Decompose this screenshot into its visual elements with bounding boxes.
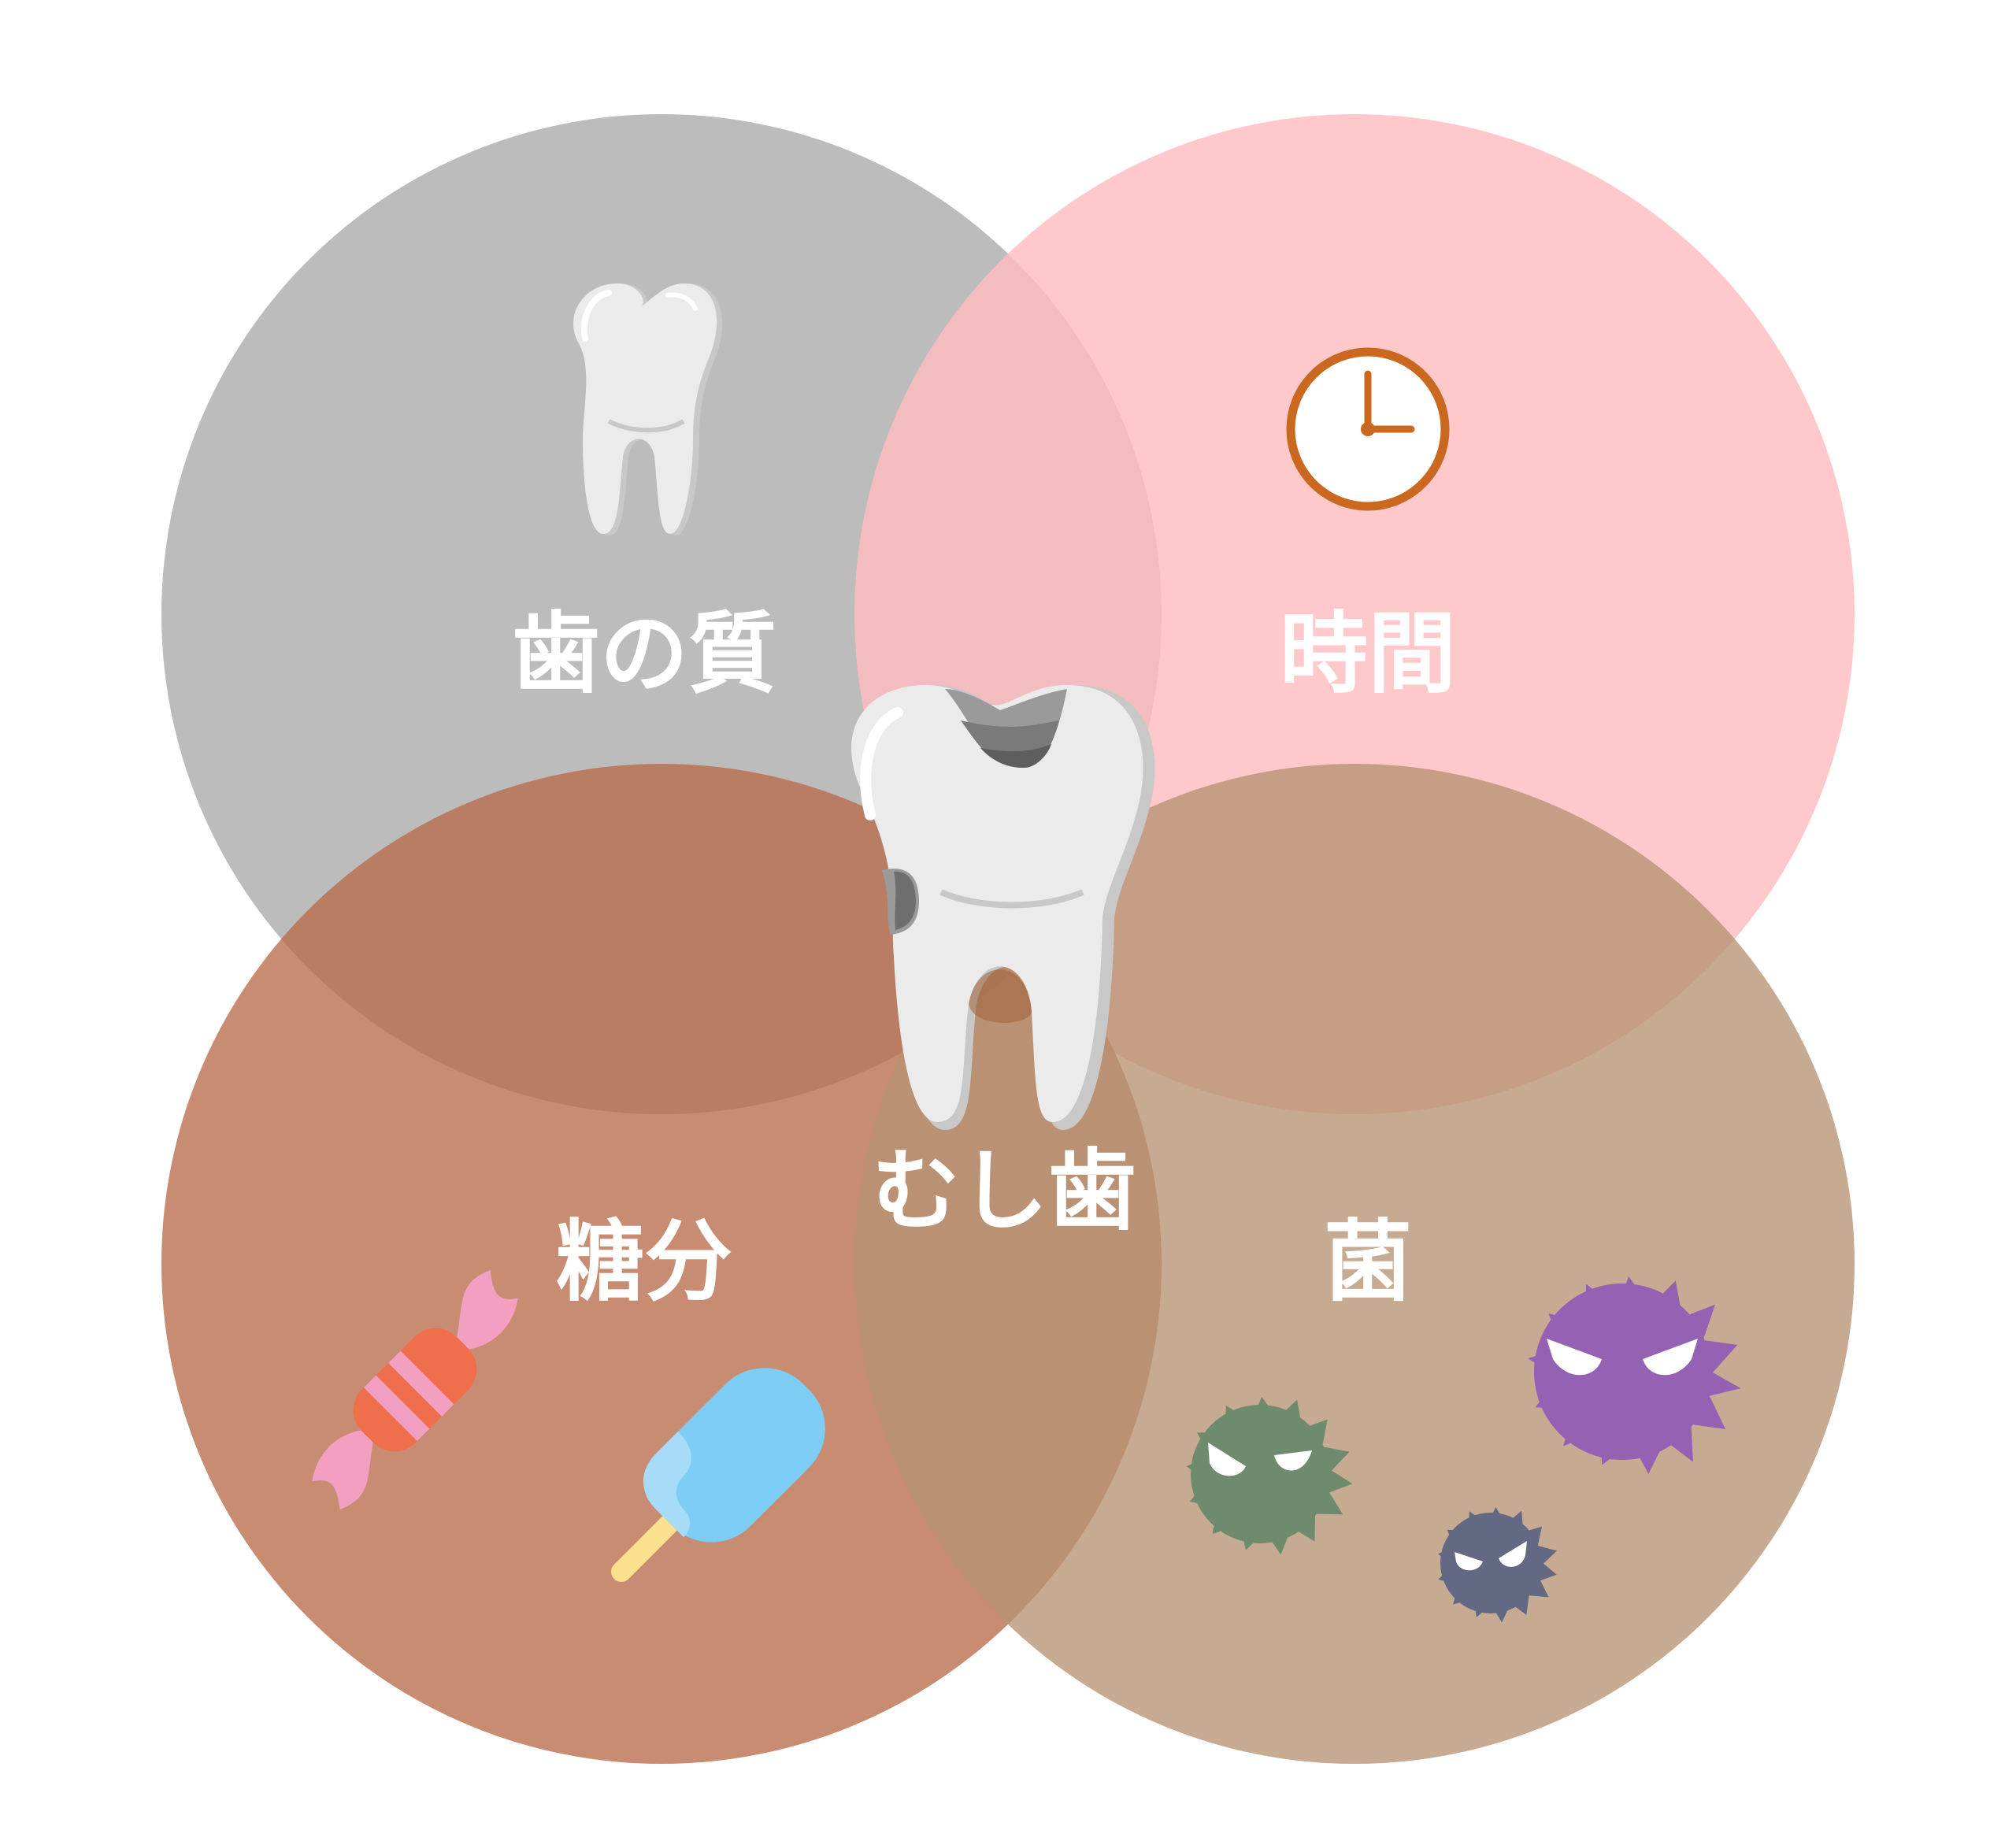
- label-sugar: 糖分: [556, 1211, 732, 1313]
- label-bacteria: 菌: [1324, 1211, 1412, 1313]
- label-tooth-quality: 歯の質: [512, 603, 776, 706]
- germ-icon: [1186, 1396, 1353, 1555]
- tooth-icon: [573, 283, 723, 535]
- clock-icon: [1286, 347, 1450, 511]
- popsicle-icon: [610, 1368, 825, 1583]
- germ-icon: [1438, 1507, 1557, 1623]
- germ-icon: [1528, 1276, 1741, 1474]
- label-center-cavity: むし歯: [872, 1140, 1136, 1243]
- decayed-tooth-icon: [851, 685, 1155, 1130]
- candy-icon: [312, 1269, 518, 1510]
- label-time: 時間: [1280, 603, 1456, 706]
